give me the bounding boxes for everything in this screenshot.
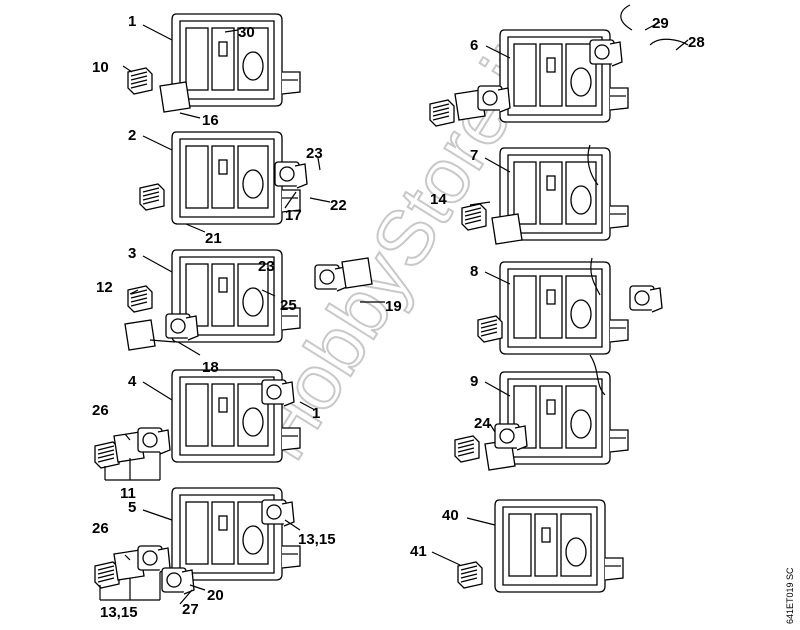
label-13-15b: 13,15	[100, 604, 138, 621]
cover-part	[124, 319, 156, 351]
label-14: 14	[430, 191, 447, 208]
label-22: 22	[330, 197, 347, 214]
label-2: 2	[128, 127, 136, 144]
cover-part	[491, 213, 523, 245]
label-41: 41	[410, 543, 427, 560]
socket-part	[261, 379, 295, 407]
switch-part	[429, 99, 455, 127]
label-17: 17	[285, 207, 302, 224]
label-12: 12	[96, 279, 113, 296]
label-21: 21	[205, 230, 222, 247]
label-1: 1	[128, 13, 136, 30]
label-30: 30	[238, 24, 255, 41]
label-40: 40	[442, 507, 459, 524]
switch-part	[127, 285, 153, 313]
panel-8	[499, 261, 629, 355]
label-4: 4	[128, 373, 137, 390]
label-28: 28	[688, 34, 705, 51]
socket-part	[165, 313, 199, 341]
panel-1	[171, 13, 301, 107]
label-18: 18	[202, 359, 219, 376]
cover-part	[159, 81, 191, 113]
label-27: 27	[182, 601, 199, 618]
label-16: 16	[202, 112, 219, 129]
socket-part	[477, 85, 511, 113]
label-3: 3	[128, 245, 136, 262]
label-1b: 1	[312, 405, 320, 422]
socket-part	[274, 161, 308, 189]
panel-40	[494, 499, 624, 593]
label-11: 11	[120, 485, 136, 502]
label-29: 29	[652, 15, 669, 32]
label-13-15: 13,15	[298, 531, 336, 548]
label-19: 19	[385, 298, 402, 315]
label-5: 5	[128, 499, 136, 516]
socket-part	[161, 567, 195, 595]
socket-part	[589, 39, 623, 67]
label-24: 24	[474, 415, 491, 432]
label-26b: 26	[92, 520, 109, 537]
label-26: 26	[92, 402, 109, 419]
cable-part	[587, 4, 689, 396]
socket-part	[629, 285, 663, 313]
drawing-code: 641ET019 SC	[785, 567, 795, 624]
label-23b: 23	[258, 258, 275, 275]
label-20: 20	[207, 587, 224, 604]
gasket-part	[341, 257, 373, 289]
switch-part	[139, 183, 165, 211]
label-25: 25	[280, 297, 297, 314]
switch-part	[457, 561, 483, 589]
switch-part	[477, 315, 503, 343]
switch-part	[454, 435, 480, 463]
socket-part	[494, 423, 528, 451]
label-10: 10	[92, 59, 109, 76]
label-8: 8	[470, 263, 478, 280]
label-6: 6	[470, 37, 478, 54]
panel-9	[499, 371, 629, 465]
socket-part	[137, 427, 171, 455]
label-9: 9	[470, 373, 478, 390]
label-23: 23	[306, 145, 323, 162]
socket-part	[314, 264, 348, 292]
label-7: 7	[470, 147, 478, 164]
leader-lines	[99, 21, 689, 605]
switch-part	[461, 203, 487, 231]
